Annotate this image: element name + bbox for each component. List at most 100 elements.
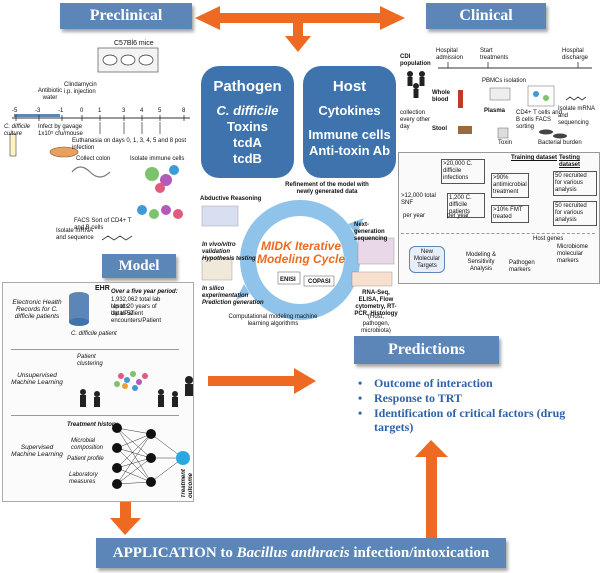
supervised-row: Supervised Machine Learning Treatment hi… xyxy=(11,415,194,498)
application-organism: Bacillus anthracis xyxy=(236,545,350,561)
modeling-label: Modeling & Sensitivity Analysis xyxy=(465,252,497,272)
treatment-history-label: Treatment history xyxy=(67,422,118,428)
facs-sort-label: FACS Sort of CD4+ T and B cells xyxy=(74,218,132,231)
mouse-icon xyxy=(120,54,136,66)
model-to-application-arrow xyxy=(110,500,141,535)
snf-box: >12,000 total SNF xyxy=(401,193,436,206)
enisi-logo xyxy=(277,271,301,285)
output-node xyxy=(176,451,190,465)
clinical-graphics xyxy=(407,62,592,139)
training-label: Training dataset xyxy=(511,155,558,161)
data-thumbnail xyxy=(201,205,239,227)
application-prefix: APPLICATION to xyxy=(112,545,237,561)
mouse-icon xyxy=(138,54,154,66)
immune-cells-icon xyxy=(145,165,179,193)
model-panel: Electronic Health Records for C. diffici… xyxy=(2,282,194,502)
euthanasia-label: Euthanasia on days 0, 1, 3, 4, 5 and 8 p… xyxy=(72,138,187,151)
culture-tube-icon xyxy=(9,133,17,157)
cluster-dots xyxy=(114,371,148,391)
cycle-ring xyxy=(240,200,360,320)
antibiotic-bar xyxy=(14,114,60,117)
new-targets-box: New Molecular Targets xyxy=(409,246,445,273)
per-year-label: per year xyxy=(447,213,470,219)
tick-label: -3 xyxy=(35,108,41,114)
pbmcs-label: PBMCs isolation xyxy=(482,78,527,84)
microbiome-label: Microbiome molecular markers xyxy=(557,244,589,264)
data-thumbnail xyxy=(201,257,233,281)
response-box: 50 recruited for various analysis xyxy=(553,201,597,226)
prediction-item: Response to TRT xyxy=(358,391,588,405)
preclinical-panel: C57Bl6 mice Antibiotic water Clindamycin… xyxy=(2,34,198,248)
supervised-label: Supervised Machine Learning xyxy=(11,444,63,458)
nn-node xyxy=(146,477,156,487)
tick-label: -1 xyxy=(58,108,64,114)
ehr-period: Over a five year period: xyxy=(111,289,178,295)
patient-figures-icon xyxy=(80,376,193,407)
prediction-item: Identification of critical factors (drug… xyxy=(358,406,588,434)
hospital-discharge-label: Hospital discharge xyxy=(562,48,589,61)
copasi-label: COPASI xyxy=(308,279,331,285)
host-line: Immune cells xyxy=(308,127,391,142)
patients-box: 1,200 C. difficile patients xyxy=(447,193,485,218)
tick-label: 8 xyxy=(182,108,186,114)
ehr-line: 1,932,062 total lab results xyxy=(111,297,161,310)
nn-node xyxy=(112,443,122,453)
host-oval: Host Cytokines Immune cells Anti-toxin A… xyxy=(303,66,396,178)
bacteria-icon xyxy=(539,129,567,139)
cycle-title-line: MIDK Iterative xyxy=(260,239,342,253)
people-icon xyxy=(407,71,425,98)
host-line: Cytokines xyxy=(318,103,381,118)
sorted-cells-icon xyxy=(137,205,183,219)
modeling-cycle: MIDK Iterative Modeling Cycle ENISI COPA… xyxy=(198,182,398,334)
pathogen-line: Toxins xyxy=(227,119,268,134)
cd4-facs-label: CD4+ T cells and B cells FACS sorting xyxy=(516,110,562,130)
toxin-label: Toxin xyxy=(498,140,513,146)
toxin-icon xyxy=(497,127,509,139)
application-banner: APPLICATION to Bacillus anthracis infect… xyxy=(96,538,506,568)
stool-icon xyxy=(458,126,472,134)
nn-node xyxy=(146,429,156,439)
isolate-mrna-seq-label: Isolate mRNA and sequencing xyxy=(558,106,595,126)
cdi-population-label: CDI population xyxy=(400,54,431,67)
pathogen-markers-label: Pathogen markers xyxy=(509,260,535,273)
whole-blood-label: Whole blood xyxy=(432,90,450,103)
nn-node xyxy=(112,479,122,489)
pathogen-line: tcdB xyxy=(233,151,262,166)
nn-node xyxy=(112,463,122,473)
tick-label: -5 xyxy=(12,108,18,114)
clinical-header: Clinical xyxy=(426,3,546,29)
hospital-admission-label: Hospital admission xyxy=(436,48,464,61)
patient-profile-label: Patient profile xyxy=(67,456,104,462)
refinement-label: Refinement of the model with newly gener… xyxy=(285,182,369,195)
infections-box: >20,000 C. difficile infections xyxy=(441,159,485,184)
tick-label: 4 xyxy=(140,108,144,114)
pathogen-title: Pathogen xyxy=(213,78,282,95)
unsupervised-label: Unsupervised Machine Learning xyxy=(11,372,63,386)
cdiff-patient-label: C. difficile patient xyxy=(71,331,117,337)
mice-label: C57Bl6 mice xyxy=(114,40,154,47)
in-silico-label: In silico experimentation Prediction gen… xyxy=(202,286,264,306)
pathogen-oval: Pathogen C. difficile Toxins tcdA tcdB xyxy=(201,66,294,178)
microbial-label: Microbial composition xyxy=(71,438,104,451)
antimicrobial-box: >90% antimicrobial treatment xyxy=(491,173,529,198)
cycle-arrowhead xyxy=(348,218,364,234)
unsupervised-row: Unsupervised Machine Learning Patient cl… xyxy=(11,349,193,412)
enisi-label: ENISI xyxy=(280,277,296,283)
collect-colon-label: Collect colon xyxy=(76,156,111,162)
response-box: 50 recruited for various analysis xyxy=(553,171,597,196)
treatment-outcome-label: Treatment outcome xyxy=(181,469,194,498)
preclinical-graphics xyxy=(9,47,190,241)
next-gen-label: Next-generation sequencing xyxy=(354,222,388,242)
predictions-list: Outcome of interaction Response to TRT I… xyxy=(358,376,588,435)
database-icon xyxy=(69,292,89,326)
fmt-box: >10% FMT treated xyxy=(491,205,529,223)
analysis-row: New Molecular Targets Modeling & Sensiti… xyxy=(401,233,595,280)
data-thumbnail xyxy=(351,271,393,287)
in-vivo-label: In vivo/vitro validation Hypothesis test… xyxy=(202,242,256,262)
ehr-title: EHR xyxy=(95,285,110,292)
cycle-title-line: Modeling Cycle xyxy=(256,252,345,266)
tick-label: 5 xyxy=(158,108,162,114)
ehr-line: Up to 57 encounters/Patient xyxy=(111,311,162,324)
blood-tube-icon xyxy=(458,90,463,108)
